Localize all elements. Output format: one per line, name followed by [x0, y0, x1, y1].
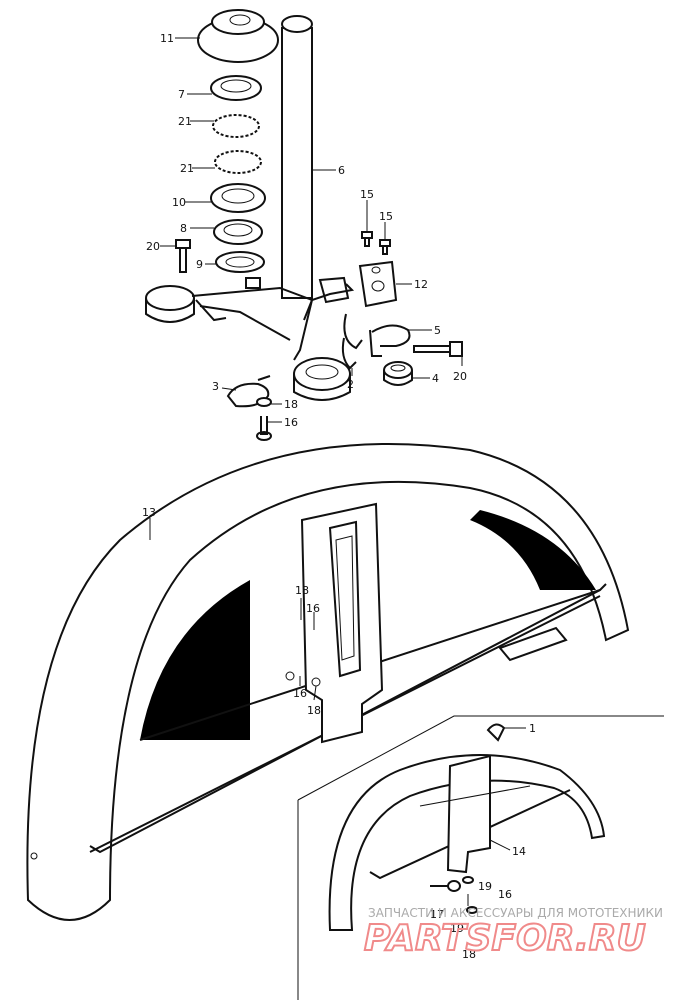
callout-1: 1 — [529, 722, 536, 735]
callout-17: 17 — [430, 908, 444, 921]
callout-12: 12 — [414, 278, 428, 291]
bolt-16 — [256, 416, 272, 441]
callout-16-fender-lower: 16 — [293, 687, 307, 700]
callout-15-left: 15 — [360, 188, 374, 201]
callout-16-fender-upper: 16 — [306, 602, 320, 615]
inset-fender — [297, 715, 664, 1000]
washer-18 — [256, 397, 272, 407]
clamp-2 — [341, 337, 357, 370]
callout-19-right: 19 — [478, 880, 492, 893]
callout-13: 13 — [142, 506, 156, 519]
callout-16-top: 16 — [284, 416, 298, 429]
callout-18-top: 18 — [284, 398, 298, 411]
inset-washer-19 — [462, 876, 474, 884]
callout-6: 6 — [338, 164, 345, 177]
watermark-caption: ЗАПЧАСТИ И АКСЕССУАРЫ ДЛЯ МОТОТЕХНИКИ — [368, 906, 663, 920]
callout-7: 7 — [178, 88, 185, 101]
bolt-20-right — [413, 341, 463, 357]
steering-stem-assembly — [145, 9, 463, 441]
bolt-20-left — [175, 239, 191, 273]
callout-10: 10 — [172, 196, 186, 209]
bottom-bridge — [145, 276, 355, 401]
callout-2: 2 — [347, 378, 354, 391]
fender-bracket — [300, 502, 384, 744]
callout-15-right: 15 — [379, 210, 393, 223]
callout-14: 14 — [512, 845, 526, 858]
callout-8: 8 — [180, 222, 187, 235]
grommet-4 — [383, 361, 413, 386]
front-fender-large — [26, 443, 630, 921]
top-cone-race — [197, 9, 279, 63]
callout-9: 9 — [196, 258, 203, 271]
callout-11: 11 — [160, 32, 174, 45]
clip-3 — [226, 375, 271, 408]
callout-labels: 11 7 21 21 10 8 20 9 6 15 15 12 5 20 4 2… — [142, 32, 536, 961]
callout-18-fender: 18 — [295, 584, 309, 597]
callout-3: 3 — [212, 380, 219, 393]
dust-seal — [215, 251, 265, 273]
callout-18-inset: 18 — [462, 948, 476, 961]
steel-balls-lower — [214, 150, 262, 174]
callout-16-inset: 16 — [498, 888, 512, 901]
nut-1 — [486, 723, 506, 742]
inset-bolt-17 — [430, 880, 461, 892]
steel-balls-upper — [212, 114, 260, 138]
callout-21-upper: 21 — [178, 115, 192, 128]
watermark-logo: PARTSFOR.RU — [364, 918, 646, 959]
callout-20-right: 20 — [453, 370, 467, 383]
watermark: ЗАПЧАСТИ И АКСЕССУАРЫ ДЛЯ МОТОТЕХНИКИ PA… — [363, 906, 663, 960]
fender-stay-clip — [498, 626, 568, 662]
bracket-12 — [358, 260, 398, 308]
race-7 — [210, 75, 262, 101]
callout-18-fender-lower: 18 — [307, 704, 321, 717]
clip-5 — [343, 313, 411, 357]
screws-15 — [361, 231, 391, 255]
race-8 — [213, 219, 263, 245]
callout-21-lower: 21 — [180, 162, 194, 175]
callout-5: 5 — [434, 324, 441, 337]
callout-4: 4 — [432, 372, 439, 385]
callout-20-left: 20 — [146, 240, 160, 253]
steering-stem-tube — [281, 15, 313, 299]
race-10 — [210, 183, 266, 213]
leader-lines — [149, 37, 526, 906]
callout-19-lower: 19 — [450, 922, 464, 935]
